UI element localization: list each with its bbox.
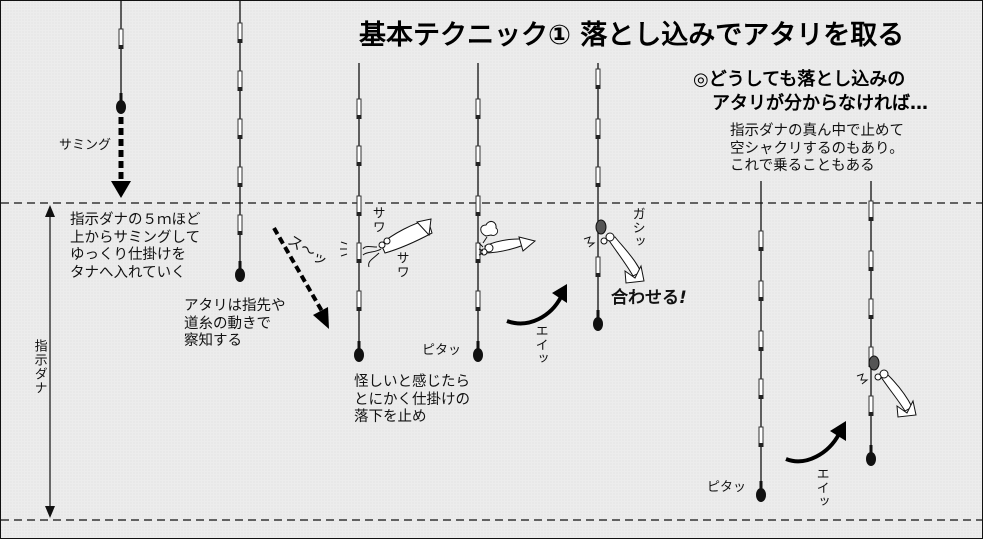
rig-3 (340, 63, 433, 362)
eitsu-label-2: エイッ (813, 467, 829, 509)
tip-body: 指示ダナの真ん中で止めて 空シャクリするのもあり。 これで乗ることもある (730, 123, 904, 175)
squid-1 (362, 218, 433, 268)
page-title: 基本テクニック① 落とし込みでアタリを取る (359, 20, 905, 51)
set-hook-exclaim: ! (679, 288, 687, 308)
step3-note: 怪しいと感じたら とにかく仕掛けの 落下を止め (354, 374, 470, 426)
rig-5 (583, 63, 645, 331)
thumbing-label: サミング (59, 138, 112, 153)
sawa-label-1: サワ (369, 206, 385, 234)
rig-7 (856, 181, 917, 466)
set-hook-label: 合わせる! (611, 288, 687, 308)
tip-heading-line2: アタリが分からなければ… (712, 93, 928, 114)
rig-1 (111, 1, 131, 198)
step1-note: 指示ダナの５ｍほど 上からサミングして ゆっくり仕掛けを タナへ入れていく (70, 212, 201, 282)
pita-label-2: ピタッ (707, 480, 747, 495)
squid-3 (583, 219, 645, 284)
squid-4 (856, 355, 917, 418)
hook-set-arrow-2 (785, 421, 846, 464)
falling-arrow (272, 227, 329, 329)
tip-heading-line1: ◎どうしても落とし込みの (693, 69, 906, 90)
squid-2 (478, 220, 537, 256)
gashi-label: ガシッ (629, 207, 645, 249)
step2-note: アタリは指先や 道糸の動きで 察知する (184, 298, 286, 350)
pita-label-1: ピタッ (422, 343, 462, 358)
sawa-label-2: サワ (393, 251, 409, 279)
hook-set-arrow-1 (506, 284, 567, 326)
rig-6 (756, 181, 766, 502)
depth-label: 指示ダナ (31, 339, 47, 395)
set-hook-text: 合わせる (611, 288, 679, 308)
eitsu-label-1: エイッ (532, 324, 548, 366)
rig-2 (235, 1, 245, 282)
rig-4 (473, 63, 537, 362)
